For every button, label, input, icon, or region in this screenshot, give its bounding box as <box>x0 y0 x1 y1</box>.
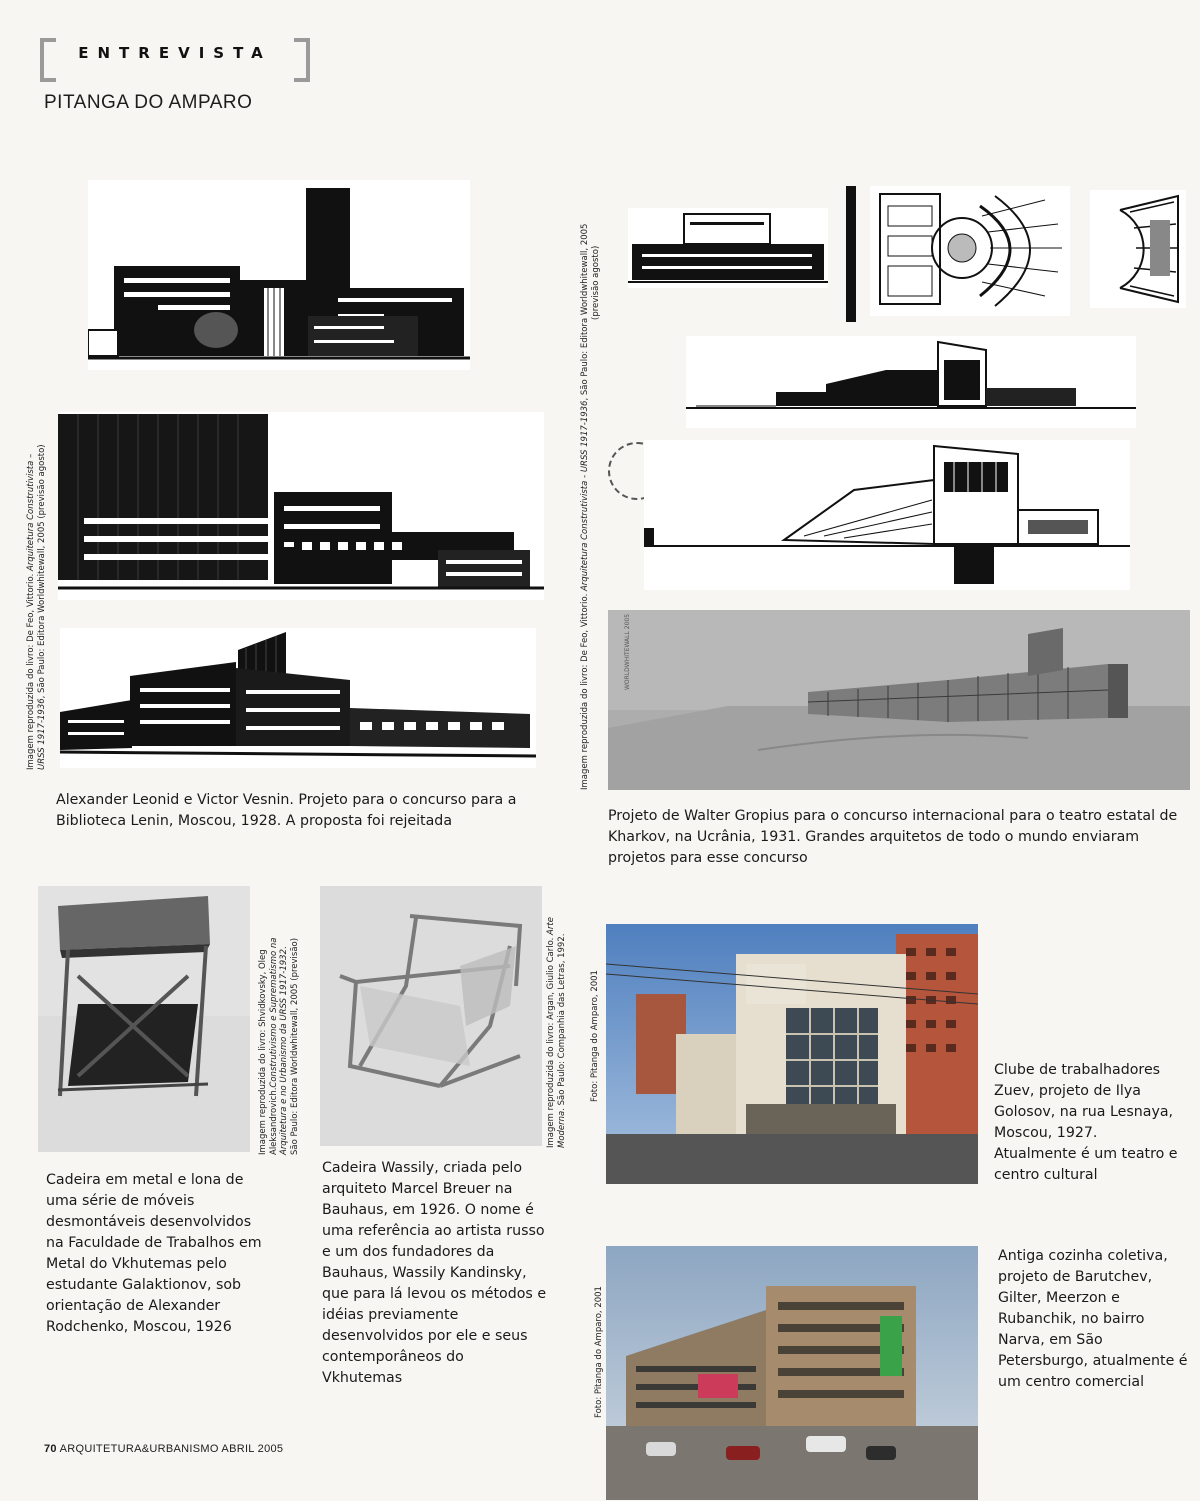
gropius-auditorium-plan <box>1090 190 1186 308</box>
zuev-club-caption: Clube de trabalhadores Zuev, projeto de … <box>994 1062 1178 1183</box>
vkhutemas-chair-caption: Cadeira em metal e lona de uma série de … <box>46 1172 262 1335</box>
lenin-library-elevation-2 <box>58 412 544 600</box>
lenin-library-elevation-1 <box>88 180 470 370</box>
gropius-section <box>644 440 1130 590</box>
zuev-club-credit: Foto: Pitanga do Amparo, 2001 <box>590 970 600 1102</box>
publication-info: ARQUITETURA&URBANISMO ABRIL 2005 <box>56 1443 284 1455</box>
gropius-floor-plan <box>870 186 1070 316</box>
vkhutemas-chair-credit: Imagem reproduzida do livro: Shvidkovsky… <box>258 937 300 1155</box>
wassily-chair-photo <box>320 886 542 1146</box>
page-subtitle: PITANGA DO AMPARO <box>44 92 253 113</box>
gropius-theatre-caption: Projeto de Walter Gropius para o concurs… <box>608 808 1178 866</box>
narva-kitchen-credit: Foto: Pitanga do Amparo, 2001 <box>594 1286 604 1418</box>
narva-kitchen-photo <box>606 1246 978 1500</box>
wassily-chair-credit: Imagem reproduzida do livro: Argan, Giul… <box>546 917 567 1148</box>
lenin-library-caption: Alexander Leonid e Victor Vesnin. Projet… <box>56 792 517 829</box>
bracket-right <box>294 38 310 82</box>
narva-kitchen-caption: Antiga cozinha coletiva, projeto de Baru… <box>998 1248 1188 1390</box>
gropius-theatre-credit: Imagem reproduzida do livro: De Feo, Vit… <box>580 223 601 790</box>
vkhutemas-chair-photo <box>38 886 250 1152</box>
section-label: ENTREVISTA <box>78 44 272 62</box>
wassily-chair-caption: Cadeira Wassily, criada pelo arquiteto M… <box>322 1160 547 1386</box>
gropius-elevation-small <box>628 208 828 288</box>
watermark: WORLDWHITEWALL 2005 <box>624 613 631 690</box>
lenin-library-credit: Imagem reproduzida do livro: De Feo, Vit… <box>26 444 47 770</box>
lenin-library-perspective <box>60 628 536 768</box>
page-footer: 70 ARQUITETURA&URBANISMO ABRIL 2005 <box>44 1443 283 1455</box>
section-tag: ENTREVISTA <box>40 38 310 82</box>
gropius-scale-strip <box>846 186 856 322</box>
gropius-long-elevation <box>686 336 1136 428</box>
gropius-perspective-photo: WORLDWHITEWALL 2005 <box>608 610 1190 790</box>
page-number: 70 <box>44 1443 57 1455</box>
zuev-club-photo <box>606 924 978 1184</box>
bracket-left <box>40 38 56 82</box>
